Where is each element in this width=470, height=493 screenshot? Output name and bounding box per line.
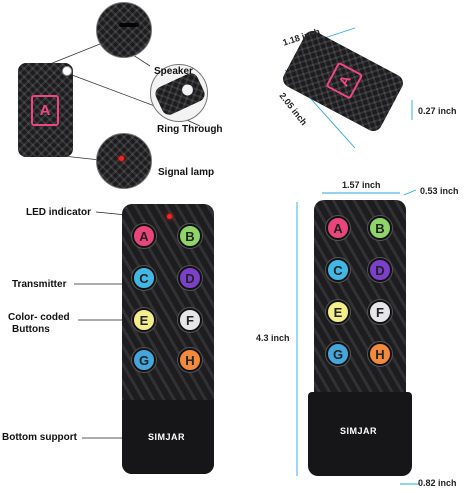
button-f[interactable]: F	[178, 308, 202, 332]
led-indicator-label: LED indicator	[26, 207, 92, 218]
button-h[interactable]: H	[178, 348, 202, 372]
signal-lamp-zoom	[96, 133, 152, 189]
led-indicator-light	[167, 214, 172, 219]
bottom-support-label: Bottom support	[2, 432, 77, 443]
side-button-h-label: H	[375, 346, 385, 362]
button-d-label: D	[185, 270, 195, 286]
side-button-a-label: A	[333, 220, 343, 236]
button-c[interactable]: C	[132, 266, 156, 290]
button-g[interactable]: G	[132, 348, 156, 372]
button-b-label: B	[185, 228, 195, 244]
ring-through-zoom	[150, 64, 208, 122]
button-e-label: E	[139, 312, 149, 328]
side-button-b: B	[368, 216, 392, 240]
button-c-label: C	[139, 270, 149, 286]
button-e[interactable]: E	[132, 308, 156, 332]
color-coded-label: Color- coded	[8, 312, 70, 323]
base-depth-dimension: 0.82 inch	[418, 478, 457, 488]
tag-thickness-dimension: 0.27 inch	[418, 106, 457, 116]
remote-depth-dimension: 0.53 inch	[420, 186, 459, 196]
button-a[interactable]: A	[132, 224, 156, 248]
color-coded-label-2: Buttons	[12, 324, 50, 335]
side-button-e-label: E	[333, 304, 343, 320]
button-b[interactable]: B	[178, 224, 202, 248]
side-button-a: A	[326, 216, 350, 240]
remote-width-dimension: 1.57 inch	[342, 180, 381, 190]
signal-lamp-dot	[119, 156, 124, 161]
side-button-h: H	[368, 342, 392, 366]
button-g-label: G	[138, 352, 150, 368]
ring-hole-icon	[180, 82, 195, 98]
transmitter-side-view: A B C D E F G H SIMJAR	[308, 200, 412, 476]
side-bottom-support-base: SIMJAR	[308, 392, 412, 476]
side-button-d-label: D	[375, 262, 385, 278]
transmitter-front: A B C D E F G H SIMJAR	[122, 204, 214, 474]
side-button-f-label: F	[376, 304, 384, 320]
side-button-b-label: B	[375, 220, 385, 236]
side-button-g: G	[326, 342, 350, 366]
tag-dimension-letter-frame: A	[325, 61, 364, 100]
speaker-slot	[119, 23, 139, 27]
side-button-g-label: G	[332, 346, 344, 362]
button-f-label: F	[186, 312, 194, 328]
key-tag: A	[18, 63, 73, 157]
bottom-support-base: SIMJAR	[122, 400, 214, 474]
ring-through-label: Ring Through	[157, 124, 223, 135]
side-button-d: D	[368, 258, 392, 282]
button-h-label: H	[185, 352, 195, 368]
speaker-label: Speaker	[154, 66, 193, 77]
tag-dimension-letter: A	[334, 72, 354, 89]
side-button-f: F	[368, 300, 392, 324]
signal-lamp-label: Signal lamp	[158, 167, 215, 178]
transmitter-label: Transmitter	[12, 279, 67, 290]
speaker-zoom	[96, 2, 152, 58]
tag-letter-frame: A	[31, 95, 59, 126]
side-brand-label: SIMJAR	[340, 426, 378, 436]
brand-label: SIMJAR	[148, 432, 186, 442]
side-button-e: E	[326, 300, 350, 324]
tag-ring-hole	[62, 66, 72, 76]
ring-corner	[152, 70, 207, 118]
button-d[interactable]: D	[178, 266, 202, 290]
side-button-c-label: C	[333, 262, 343, 278]
side-button-c: C	[326, 258, 350, 282]
remote-height-dimension: 4.3 inch	[256, 333, 290, 343]
button-a-label: A	[139, 228, 149, 244]
tag-letter: A	[39, 102, 51, 119]
